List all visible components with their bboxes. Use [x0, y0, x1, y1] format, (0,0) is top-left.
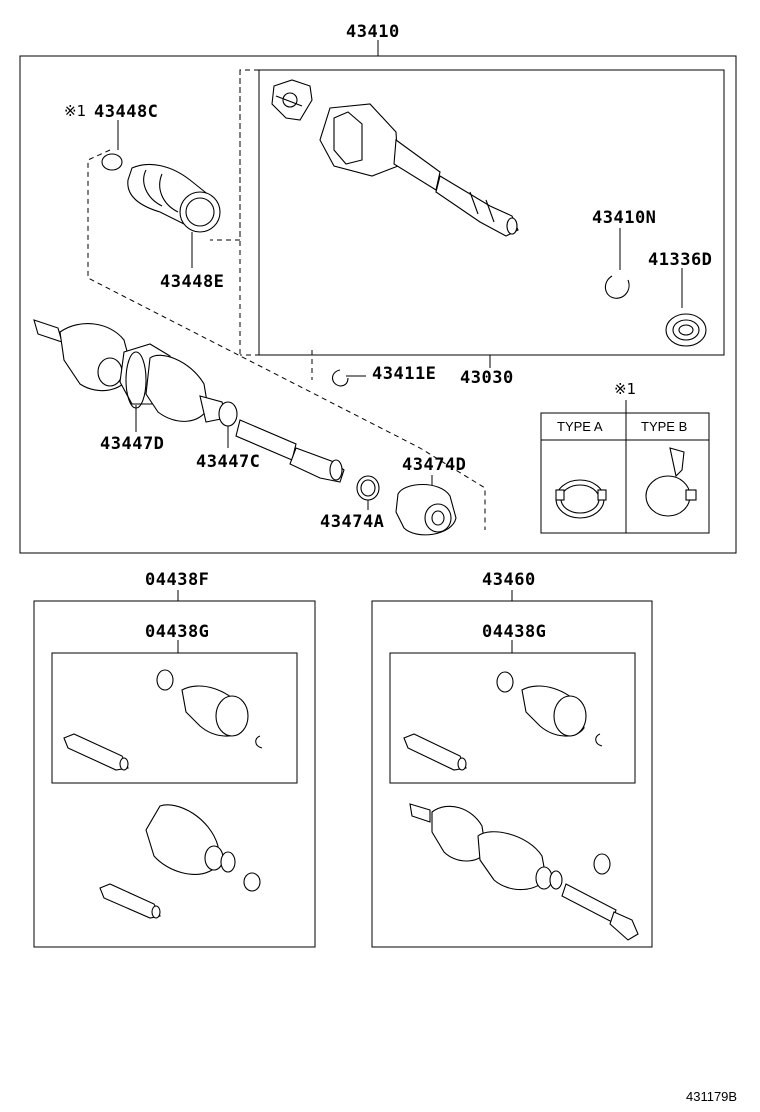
- outer-boot-icon: [101, 153, 221, 233]
- snap-ring-icon: [604, 275, 630, 299]
- label-inner-boot[interactable]: 43447D: [100, 434, 165, 454]
- label-kit-left[interactable]: 04438F: [145, 570, 210, 590]
- kit-left-grease-icon: [63, 733, 129, 771]
- label-inner-joint[interactable]: 43410N: [592, 208, 657, 228]
- kit-left-boot-icon: [156, 669, 263, 749]
- label-outer-boot[interactable]: 43448E: [160, 272, 225, 292]
- damper-icon: [395, 484, 457, 536]
- diagram-code: 431179B: [686, 1089, 738, 1104]
- label-kit-left-sub[interactable]: 04438G: [145, 622, 210, 642]
- type-b-header: TYPE B: [641, 419, 688, 434]
- note-table-marker: ※1: [614, 380, 637, 398]
- label-kit-right[interactable]: 43460: [482, 570, 536, 590]
- label-damper[interactable]: 43474D: [402, 455, 467, 475]
- label-main-assembly[interactable]: 43410: [346, 22, 400, 42]
- kit-right-sub-frame: [389, 652, 636, 784]
- label-inner-shaft[interactable]: 43030: [460, 368, 514, 388]
- kit-left-grease2-icon: [99, 883, 161, 919]
- type-table: [540, 412, 710, 534]
- kit-right-grease-icon: [403, 733, 467, 771]
- inner-shaft-frame: [258, 69, 725, 356]
- label-outer-boot-clamp[interactable]: 43448C: [94, 102, 159, 122]
- label-inner-boot-clamp[interactable]: 43447C: [196, 452, 261, 472]
- label-seal[interactable]: 41336D: [648, 250, 713, 270]
- seal-icon: [665, 313, 707, 347]
- damper-clamp-icon: [356, 475, 380, 501]
- axle-assembly-icon: [33, 319, 345, 483]
- kit-right-boot-icon: [496, 671, 603, 747]
- tripod-joint-icon: [271, 79, 313, 121]
- label-clip[interactable]: 43411E: [372, 364, 437, 384]
- type-a-header: TYPE A: [557, 419, 603, 434]
- inner-joint-shaft-icon: [319, 103, 519, 237]
- kit-left-frame: [33, 600, 316, 948]
- kit-left-sub-frame: [51, 652, 298, 784]
- label-damper-clamp[interactable]: 43474A: [320, 512, 385, 532]
- kit-left-boot2-icon: [145, 804, 261, 892]
- clamp-type-a-icon: [555, 479, 607, 519]
- clip-icon: [331, 369, 349, 387]
- note-marker: ※1: [64, 102, 87, 120]
- clamp-type-b-icon: [645, 447, 697, 517]
- label-kit-right-sub[interactable]: 04438G: [482, 622, 547, 642]
- kit-right-axle-icon: [409, 803, 639, 941]
